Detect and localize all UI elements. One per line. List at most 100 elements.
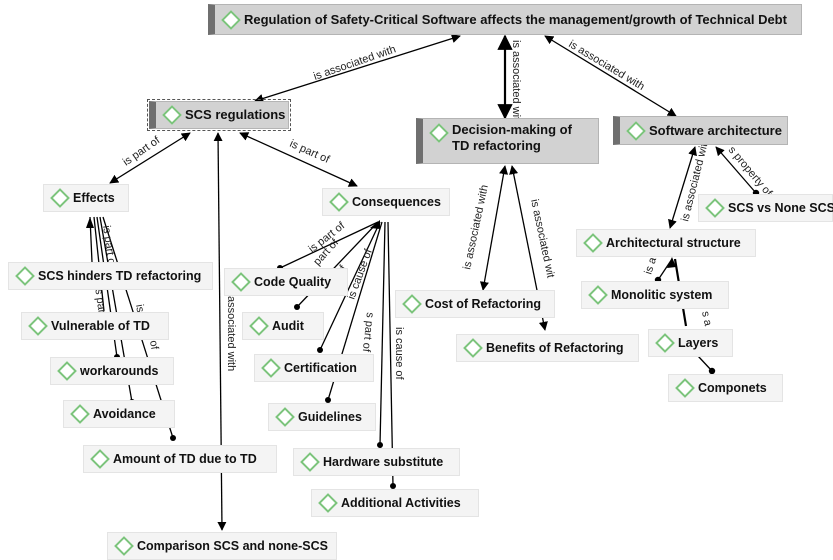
node-scs-vs-none-label: SCS vs None SCS — [728, 201, 833, 215]
node-scs-regulations-label: SCS regulations — [185, 107, 286, 122]
node-certification[interactable]: Certification — [254, 354, 374, 382]
node-layers[interactable]: Layers — [648, 329, 733, 357]
node-decision-making-label: Decision-making of TD refactoring — [452, 122, 572, 153]
link-layers-componets[interactable] — [697, 355, 713, 372]
link-root-architecture[interactable] — [544, 35, 677, 117]
concept-icon — [162, 105, 182, 125]
node-comparison-label: Comparison SCS and none-SCS — [137, 539, 328, 553]
link-scs-effects[interactable] — [109, 132, 191, 184]
label-cons-5: s part of — [360, 312, 376, 354]
node-root-label: Regulation of Safety-Critical Software a… — [244, 11, 787, 27]
label-architecture-scsvsnone: s property of — [726, 144, 775, 199]
node-cost-refactoring[interactable]: Cost of Refactoring — [395, 290, 555, 318]
label-root-architecture: is associated with — [566, 38, 646, 93]
node-vulnerable[interactable]: Vulnerable of TD — [21, 312, 169, 340]
concept-icon — [249, 316, 269, 336]
link-architecture-scsvsnone[interactable] — [715, 146, 757, 194]
concept-icon — [655, 333, 675, 353]
node-hardware-label: Hardware substitute — [323, 455, 444, 469]
concept-icon — [90, 449, 110, 469]
label-root-decision: is associated with — [510, 40, 522, 126]
label-scs-comparison: associated with — [225, 296, 237, 371]
node-amount-td[interactable]: Amount of TD due to TD — [83, 445, 277, 473]
link-scs-consequences[interactable] — [239, 132, 358, 187]
label-scs-consequences: is part of — [288, 138, 332, 167]
concept-icon — [402, 294, 422, 314]
node-additional-label: Additional Activities — [341, 496, 461, 510]
label-effects-1: is part of — [100, 225, 118, 269]
concept-icon — [231, 272, 251, 292]
label-root-scs: is associated with — [312, 43, 397, 82]
node-benefits-refactoring-label: Benefits of Refactoring — [486, 341, 624, 355]
node-layers-label: Layers — [678, 336, 719, 350]
link-consequences-additional[interactable] — [387, 221, 394, 487]
node-workarounds-label: workarounds — [80, 364, 159, 378]
link-root-scs[interactable] — [254, 34, 461, 103]
node-componets[interactable]: Componets — [668, 374, 783, 402]
concept-icon — [300, 452, 320, 472]
node-monolitic[interactable]: Monolitic system — [581, 281, 729, 309]
node-consequences[interactable]: Consequences — [322, 188, 450, 216]
node-guidelines[interactable]: Guidelines — [268, 403, 376, 431]
node-benefits-refactoring[interactable]: Benefits of Refactoring — [456, 334, 639, 362]
node-consequences-label: Consequences — [352, 195, 441, 209]
node-guidelines-label: Guidelines — [298, 410, 362, 424]
concept-icon — [50, 188, 70, 208]
node-avoidance[interactable]: Avoidance — [63, 400, 175, 428]
concept-icon — [463, 338, 483, 358]
label-decision-cost: is associated with — [461, 184, 491, 271]
concept-icon — [221, 9, 241, 30]
node-code-quality[interactable]: Code Quality — [224, 268, 348, 296]
node-amount-td-label: Amount of TD due to TD — [113, 452, 257, 466]
concept-icon — [57, 361, 77, 381]
concept-icon — [318, 493, 338, 513]
concept-icon — [588, 285, 608, 305]
concept-icon — [275, 407, 295, 427]
node-scs-regulations[interactable]: SCS regulations — [147, 99, 291, 131]
node-arch-structure-label: Architectural structure — [606, 236, 741, 250]
concept-icon — [114, 536, 134, 556]
node-arch-structure[interactable]: Architectural structure — [576, 229, 756, 257]
node-monolitic-label: Monolitic system — [611, 288, 713, 302]
node-software-architecture-label: Software architecture — [649, 122, 782, 138]
concept-icon — [429, 123, 449, 143]
node-audit-label: Audit — [272, 319, 304, 333]
node-software-architecture[interactable]: Software architecture — [613, 116, 788, 145]
label-effects-2: is part — [92, 286, 108, 317]
node-decision-making[interactable]: Decision-making of TD refactoring — [416, 118, 599, 164]
concept-icon — [329, 192, 349, 212]
concept-icon — [626, 120, 646, 141]
concept-icon — [705, 198, 725, 218]
node-scs-hinders-label: SCS hinders TD refactoring — [38, 269, 202, 283]
node-avoidance-label: Avoidance — [93, 407, 156, 421]
node-audit[interactable]: Audit — [242, 312, 324, 340]
node-hardware[interactable]: Hardware substitute — [293, 448, 460, 476]
node-vulnerable-label: Vulnerable of TD — [51, 319, 150, 333]
label-structure-monolitic: is a — [642, 255, 659, 276]
link-consequences-certification[interactable] — [319, 221, 381, 351]
concept-icon — [28, 316, 48, 336]
link-consequences-codequality[interactable] — [279, 221, 379, 269]
link-decision-cost[interactable] — [479, 165, 509, 291]
node-effects-label: Effects — [73, 191, 115, 205]
node-effects[interactable]: Effects — [43, 184, 129, 212]
node-componets-label: Componets — [698, 381, 767, 395]
concept-icon — [675, 378, 695, 398]
node-certification-label: Certification — [284, 361, 357, 375]
node-code-quality-label: Code Quality — [254, 275, 332, 289]
link-consequences-hardware[interactable] — [379, 221, 386, 446]
concept-icon — [70, 404, 90, 424]
concept-icon — [261, 358, 281, 378]
node-additional[interactable]: Additional Activities — [311, 489, 479, 517]
node-workarounds[interactable]: workarounds — [50, 357, 174, 385]
node-scs-hinders[interactable]: SCS hinders TD refactoring — [8, 262, 213, 290]
node-scs-vs-none[interactable]: SCS vs None SCS — [698, 194, 833, 222]
node-comparison[interactable]: Comparison SCS and none-SCS — [107, 532, 337, 560]
concept-icon — [15, 266, 35, 286]
label-effects-4: of — [147, 339, 161, 351]
concept-icon — [583, 233, 603, 253]
node-root[interactable]: Regulation of Safety-Critical Software a… — [208, 4, 802, 35]
label-structure-layers: s a — [699, 310, 714, 328]
link-architecture-structure[interactable] — [668, 146, 697, 229]
